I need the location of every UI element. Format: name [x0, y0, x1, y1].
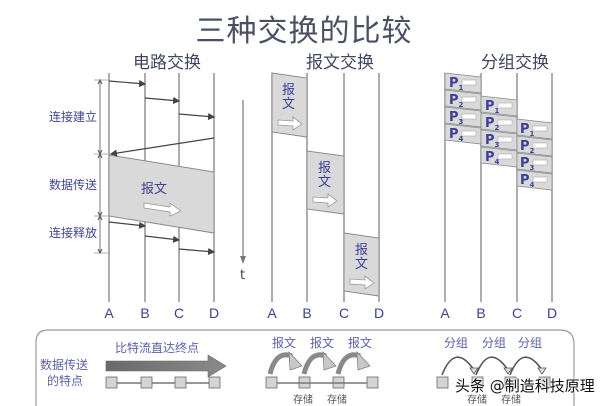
legend-packet-store-1: 存储	[467, 395, 487, 406]
packet-node-c: C	[511, 305, 523, 321]
legend-message-store-1: 存储	[293, 395, 313, 406]
time-axis	[240, 100, 246, 264]
legend-circuit-caption: 比特流直达终点	[115, 341, 200, 355]
circuit-switching-title: 电路交换	[133, 53, 201, 73]
circuit-message-label: 报文	[141, 182, 168, 197]
message-box-label-3: 报文	[355, 243, 369, 272]
legend-packet-caption-2: 分组	[482, 336, 507, 350]
message-node-c: C	[338, 305, 350, 321]
legend-row-label-line2: 的特点	[47, 374, 84, 388]
legend-message-caption-1: 报文	[272, 336, 297, 350]
legend-message-caption-3: 报文	[348, 336, 373, 350]
legend-message-store-2: 存储	[327, 395, 347, 406]
phase-data-transfer: 数据传送	[48, 178, 97, 192]
legend-packet-caption-1: 分组	[444, 336, 469, 350]
circuit-node-b: B	[140, 305, 150, 321]
message-node-d: D	[373, 305, 385, 321]
circuit-node-c: C	[173, 305, 185, 321]
legend-packet-caption-3: 分组	[518, 336, 543, 350]
message-switching-title: 报文交换	[306, 53, 374, 73]
packet-switching-title: 分组交换	[481, 53, 549, 73]
legend-message-caption-2: 报文	[310, 336, 335, 350]
message-node-b: B	[302, 305, 312, 321]
packet-node-a: A	[440, 305, 450, 321]
diagram-title: 三种交换的比较	[195, 14, 413, 49]
watermark: 头条 @制造科技原理	[455, 377, 595, 395]
circuit-node-d: D	[208, 305, 220, 321]
legend-panel	[35, 329, 575, 406]
message-node-a: A	[267, 305, 277, 321]
packet-node-b: B	[476, 305, 486, 321]
phase-connection-setup: 连接建立	[48, 110, 97, 124]
legend-row-label-line1: 数据传送	[40, 358, 89, 372]
message-switching-diagram	[271, 72, 380, 302]
time-axis-label: t	[240, 268, 246, 283]
phase-connection-release: 连接释放	[48, 226, 97, 240]
circuit-node-a: A	[104, 305, 114, 321]
packet-switching-diagram: P1 P2 P3 P4 P1 P2 P3 P4 P1 P2 P3 P4	[444, 72, 553, 302]
packet-node-d: D	[546, 305, 558, 321]
message-box-label-1: 报文	[282, 83, 296, 112]
legend-packet-store-2: 存储	[501, 395, 521, 406]
message-box-label-2: 报文	[318, 161, 332, 190]
circuit-switching-diagram	[94, 73, 216, 302]
